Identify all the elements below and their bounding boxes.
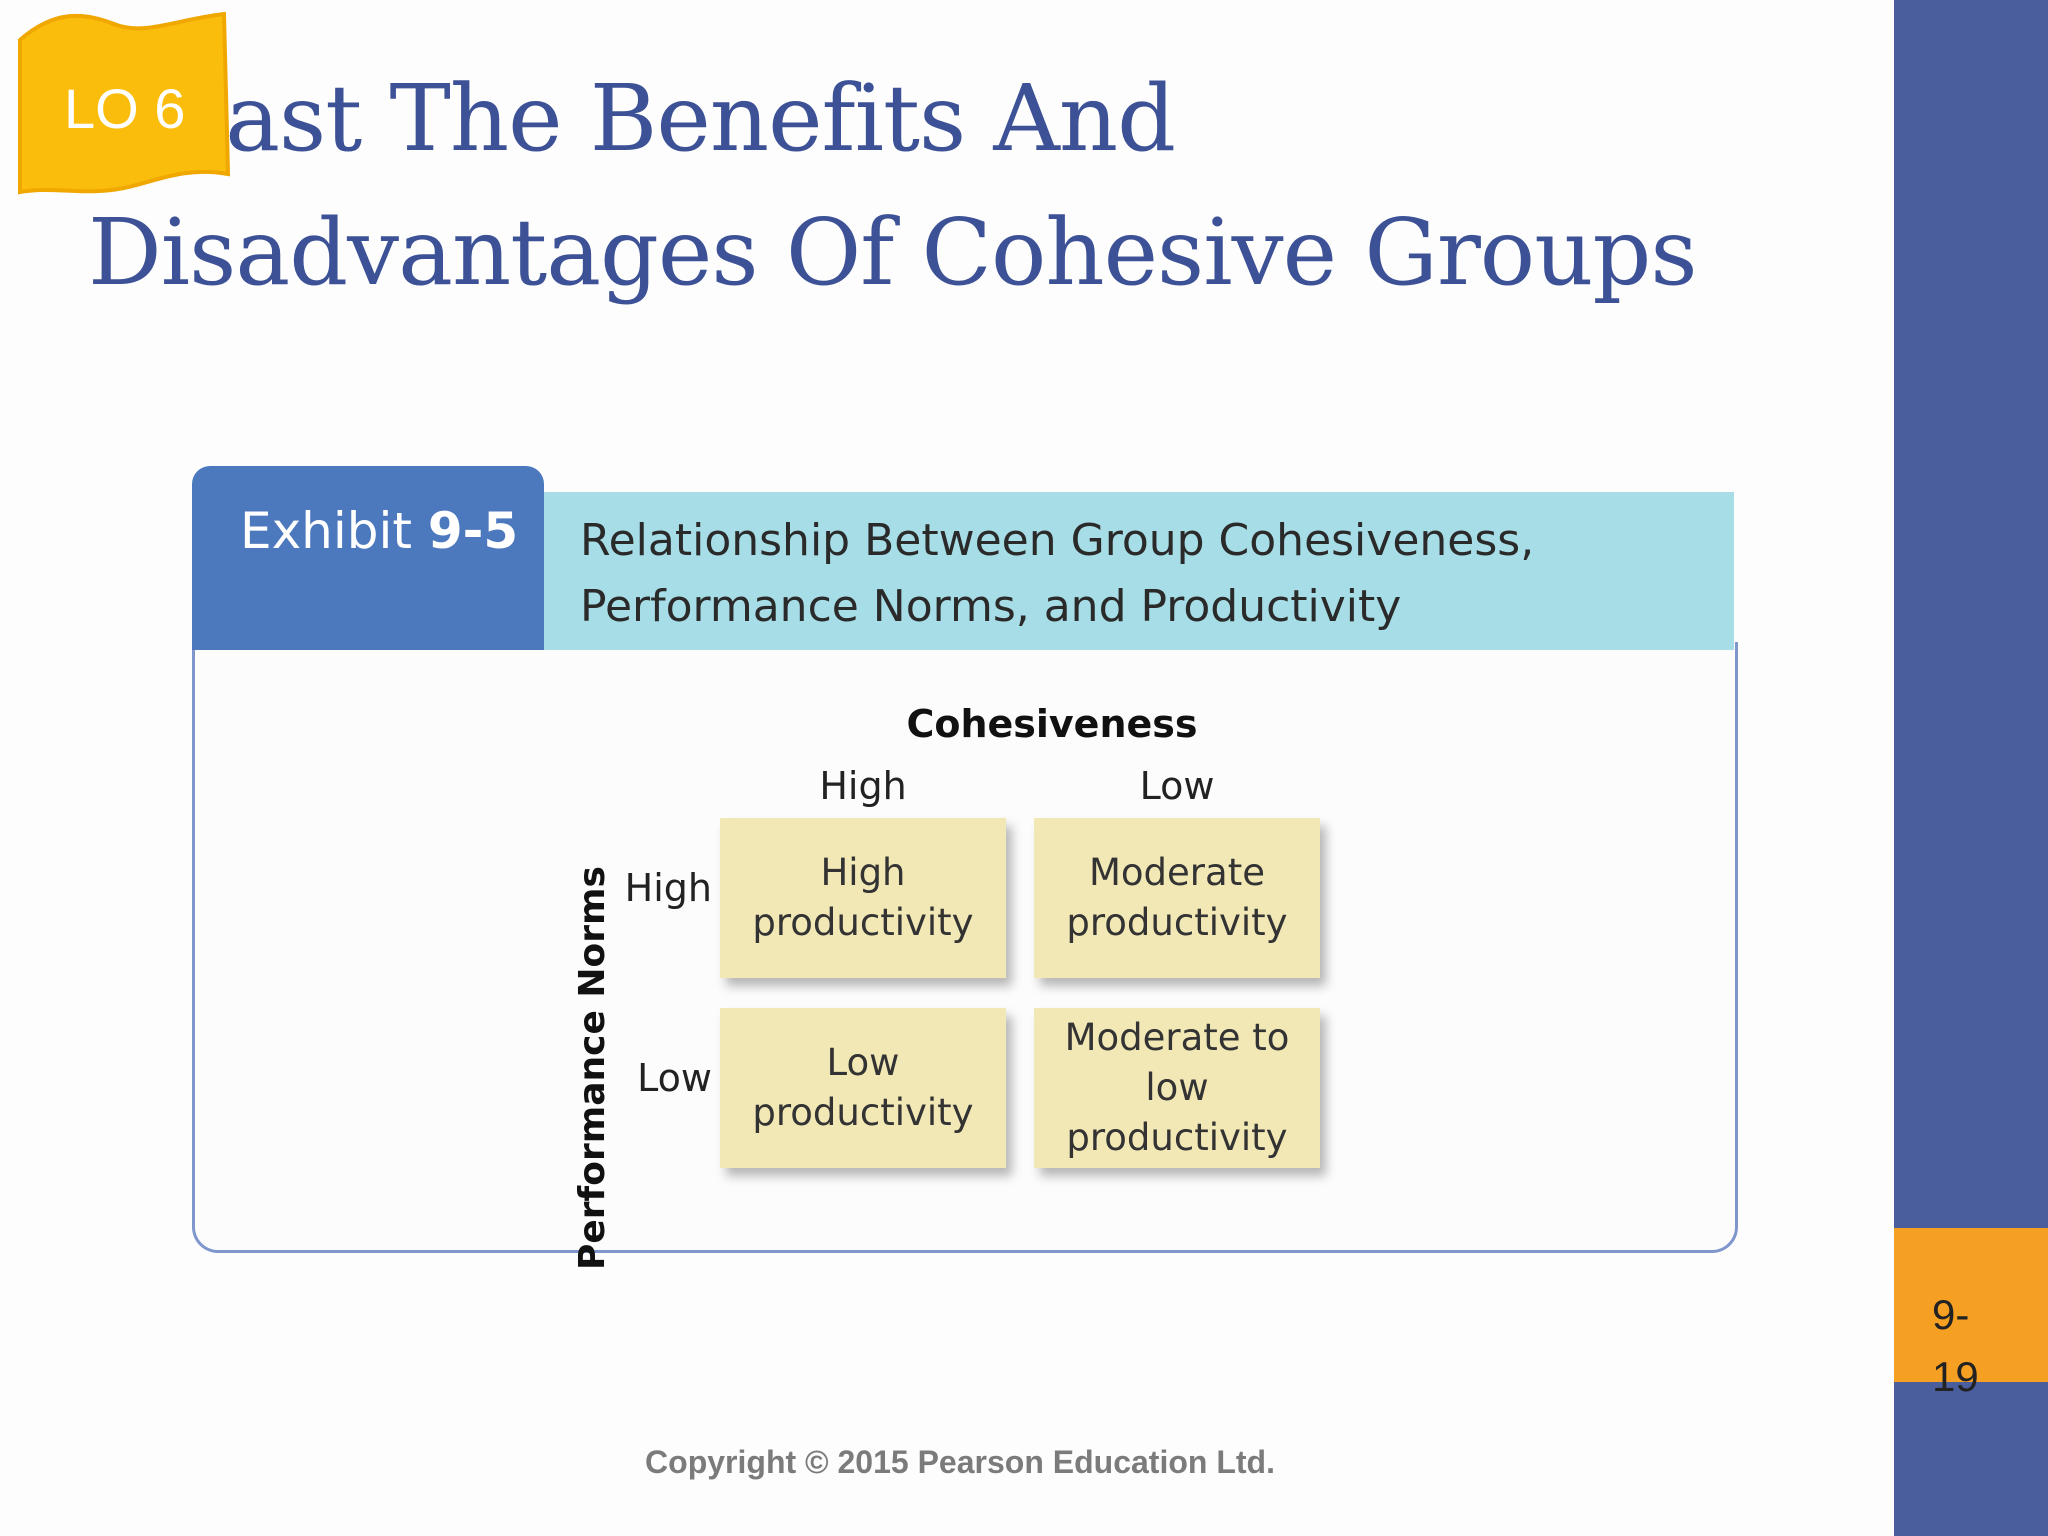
exhibit-label: Exhibit 9-5 — [240, 502, 519, 560]
lo-badge-shape — [18, 11, 231, 195]
row-axis-title: Performance Norms — [572, 866, 613, 1270]
slide-title: ntrast The Benefits And Disadvantages Of… — [88, 65, 1698, 306]
cell-low-high: Low productivity — [720, 1008, 1006, 1168]
copyright-notice: Copyright © 2015 Pearson Education Ltd. — [645, 1444, 1275, 1480]
exhibit-header: Relationship Between Group Cohesiveness,… — [544, 492, 1734, 650]
exhibit-tab: Exhibit 9-5 — [192, 466, 544, 650]
page-number: 9- 19 — [1932, 1291, 1979, 1400]
row-header-low: Low — [637, 1056, 712, 1100]
column-header-low: Low — [1139, 764, 1215, 808]
row-header-high: High — [624, 866, 712, 910]
cell-low-low: Moderate to low productivity — [1034, 1008, 1320, 1168]
lo-badge-label: LO 6 — [64, 77, 186, 140]
cell-high-high: High productivity — [720, 818, 1006, 978]
column-axis-title: Cohesiveness — [906, 702, 1198, 746]
exhibit-figure: Exhibit 9-5 Relationship Between Group C… — [192, 466, 1738, 1270]
exhibit-title: Relationship Between Group Cohesiveness,… — [580, 515, 1535, 632]
cell-high-low: Moderate productivity — [1034, 818, 1320, 978]
page-number-box — [1894, 1228, 2048, 1382]
column-header-high: High — [819, 764, 907, 808]
